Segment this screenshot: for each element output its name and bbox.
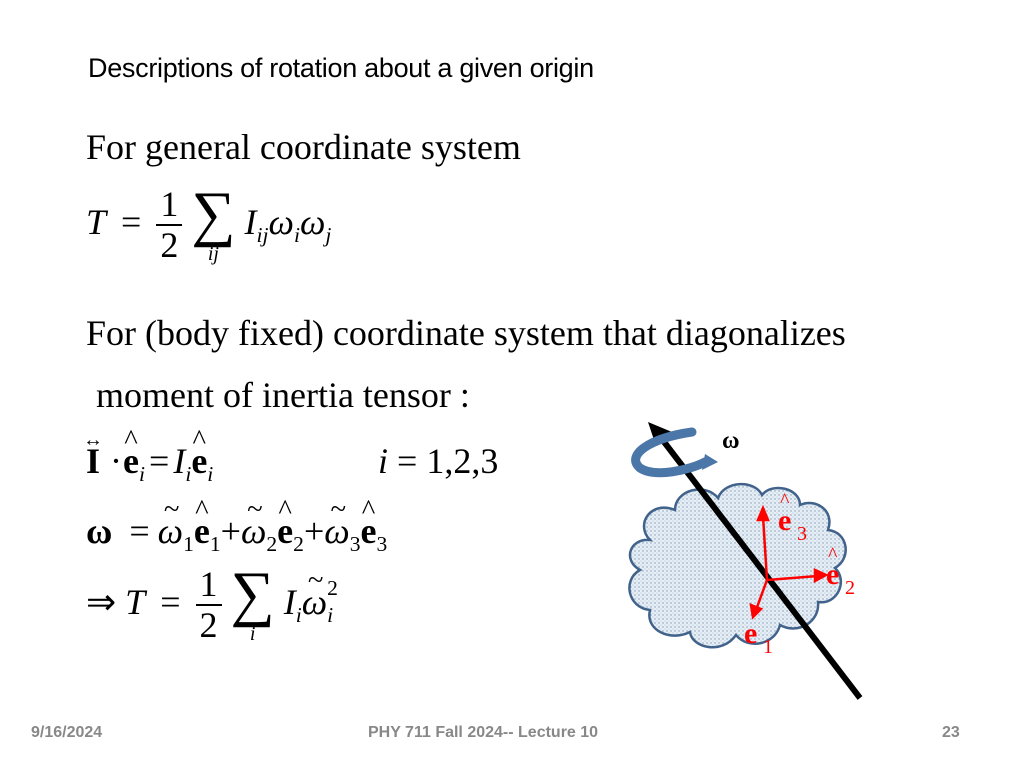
equals: = (149, 441, 170, 481)
principal-moment-symbol: I (283, 581, 296, 622)
rotation-axis (655, 432, 863, 700)
unit-vector-e1: e (194, 510, 210, 552)
e1-vector (754, 579, 769, 611)
index-label: i (378, 441, 389, 481)
omega-subscript: j (325, 223, 332, 248)
omega-tilde: ω (324, 510, 349, 552)
subscript: i (295, 603, 302, 628)
e2-label: e (826, 558, 839, 591)
subscript: i (207, 462, 214, 487)
unit-vector-e: e (123, 440, 139, 482)
subscript: i (327, 603, 334, 628)
footer-date: 9/16/2024 (31, 724, 103, 741)
equation-kinetic-energy-general: T = 1 2 ∑ ij Iijωiωj (86, 179, 332, 265)
e3-subscript: 3 (797, 523, 807, 545)
e3-vector (761, 515, 769, 581)
implies-arrow-icon: ⇒ (86, 581, 117, 622)
principal-moment-symbol: I (173, 441, 186, 481)
eq1-fraction: 1 2 (156, 185, 183, 265)
omega-subscript: i (293, 223, 300, 248)
omega-vector: ω (86, 511, 113, 551)
equation-omega-decomposition: ω =ω1e1+ω2e2+ω3e3 (86, 510, 387, 557)
omega-tilde: ω (158, 510, 183, 552)
cloud-body-shape (628, 482, 847, 649)
e2-vector (766, 574, 819, 582)
eq4-numerator: 1 (195, 565, 222, 606)
e2-subscript: 2 (845, 577, 855, 599)
text-general-coordinate-system: For general coordinate system (86, 127, 521, 167)
slide-title: Descriptions of rotation about a given o… (88, 53, 594, 83)
equation-eigenvalue: I ·ei=Iiei (86, 440, 213, 487)
omega-tilde: ω (302, 581, 327, 623)
e1-subscript: 1 (763, 636, 773, 658)
unit-vector-e3: e (360, 510, 376, 552)
inertia-tensor-symbol: I (86, 440, 100, 482)
subscript: 1 (183, 532, 194, 557)
eq4-lhs: T (125, 581, 146, 622)
omega-symbol: ω (268, 201, 294, 242)
eq1-equals: = (121, 201, 142, 242)
text-moment-of-inertia-tensor: moment of inertia tensor : (96, 375, 470, 415)
omega-symbol: ω (299, 201, 326, 242)
subscript: 3 (349, 532, 361, 557)
dot-operator: · (110, 441, 123, 481)
index-values: = 1,2,3 (397, 441, 499, 481)
eq1-summation: ∑ ij (191, 179, 236, 265)
sum-index: i (249, 622, 256, 645)
inertia-subscript: ij (256, 223, 269, 248)
superscript: 2 (327, 575, 338, 600)
subscript: 2 (266, 532, 278, 557)
sum-index: ij (207, 242, 219, 265)
omega-label: ω (722, 428, 740, 454)
equals: = (129, 511, 150, 551)
subscript: i (185, 462, 192, 487)
sigma-symbol: ∑ (191, 179, 236, 248)
svg-text:^: ^ (828, 544, 838, 566)
sigma-symbol: ∑ (230, 559, 275, 628)
subscript: 1 (209, 532, 221, 557)
eq4-fraction: 1 2 (195, 565, 222, 645)
eq1-denominator: 2 (160, 224, 179, 265)
rigid-body-diagram: ω e ^ 3 e ^ 2 e 1 (628, 422, 863, 700)
svg-text:^: ^ (780, 490, 790, 512)
rigid-body-figure: ω e ^ 3 e ^ 2 e 1 (610, 410, 890, 710)
plus: + (303, 511, 325, 551)
equals: = (160, 581, 181, 622)
eq4-summation: ∑ i (230, 559, 275, 645)
inertia-symbol: I (244, 201, 257, 242)
subscript: 3 (376, 532, 388, 557)
rotation-direction-arrow-icon (631, 427, 710, 478)
footer-course: PHY 711 Fall 2024-- Lecture 10 (368, 724, 599, 741)
omega-tilde: ω (241, 510, 266, 552)
equation-kinetic-energy-principal: ⇒ T = 1 2 ∑ i Iiωi2 (86, 559, 338, 645)
eq1-numerator: 1 (156, 185, 183, 226)
e3-label: e (778, 504, 791, 537)
subscript: 2 (293, 532, 304, 557)
unit-vector-e: e (191, 440, 207, 482)
text-body-fixed-coordinate-system: For (body fixed) coordinate system that … (86, 313, 846, 353)
eq4-denominator: 2 (199, 604, 218, 645)
e1-label: e (744, 617, 757, 650)
unit-vector-e2: e (277, 510, 293, 552)
eq1-lhs: T (86, 201, 107, 242)
plus: + (220, 511, 241, 551)
index-range: i = 1,2,3 (378, 440, 498, 482)
subscript: i (139, 462, 145, 487)
footer-page-number: 23 (942, 724, 960, 741)
